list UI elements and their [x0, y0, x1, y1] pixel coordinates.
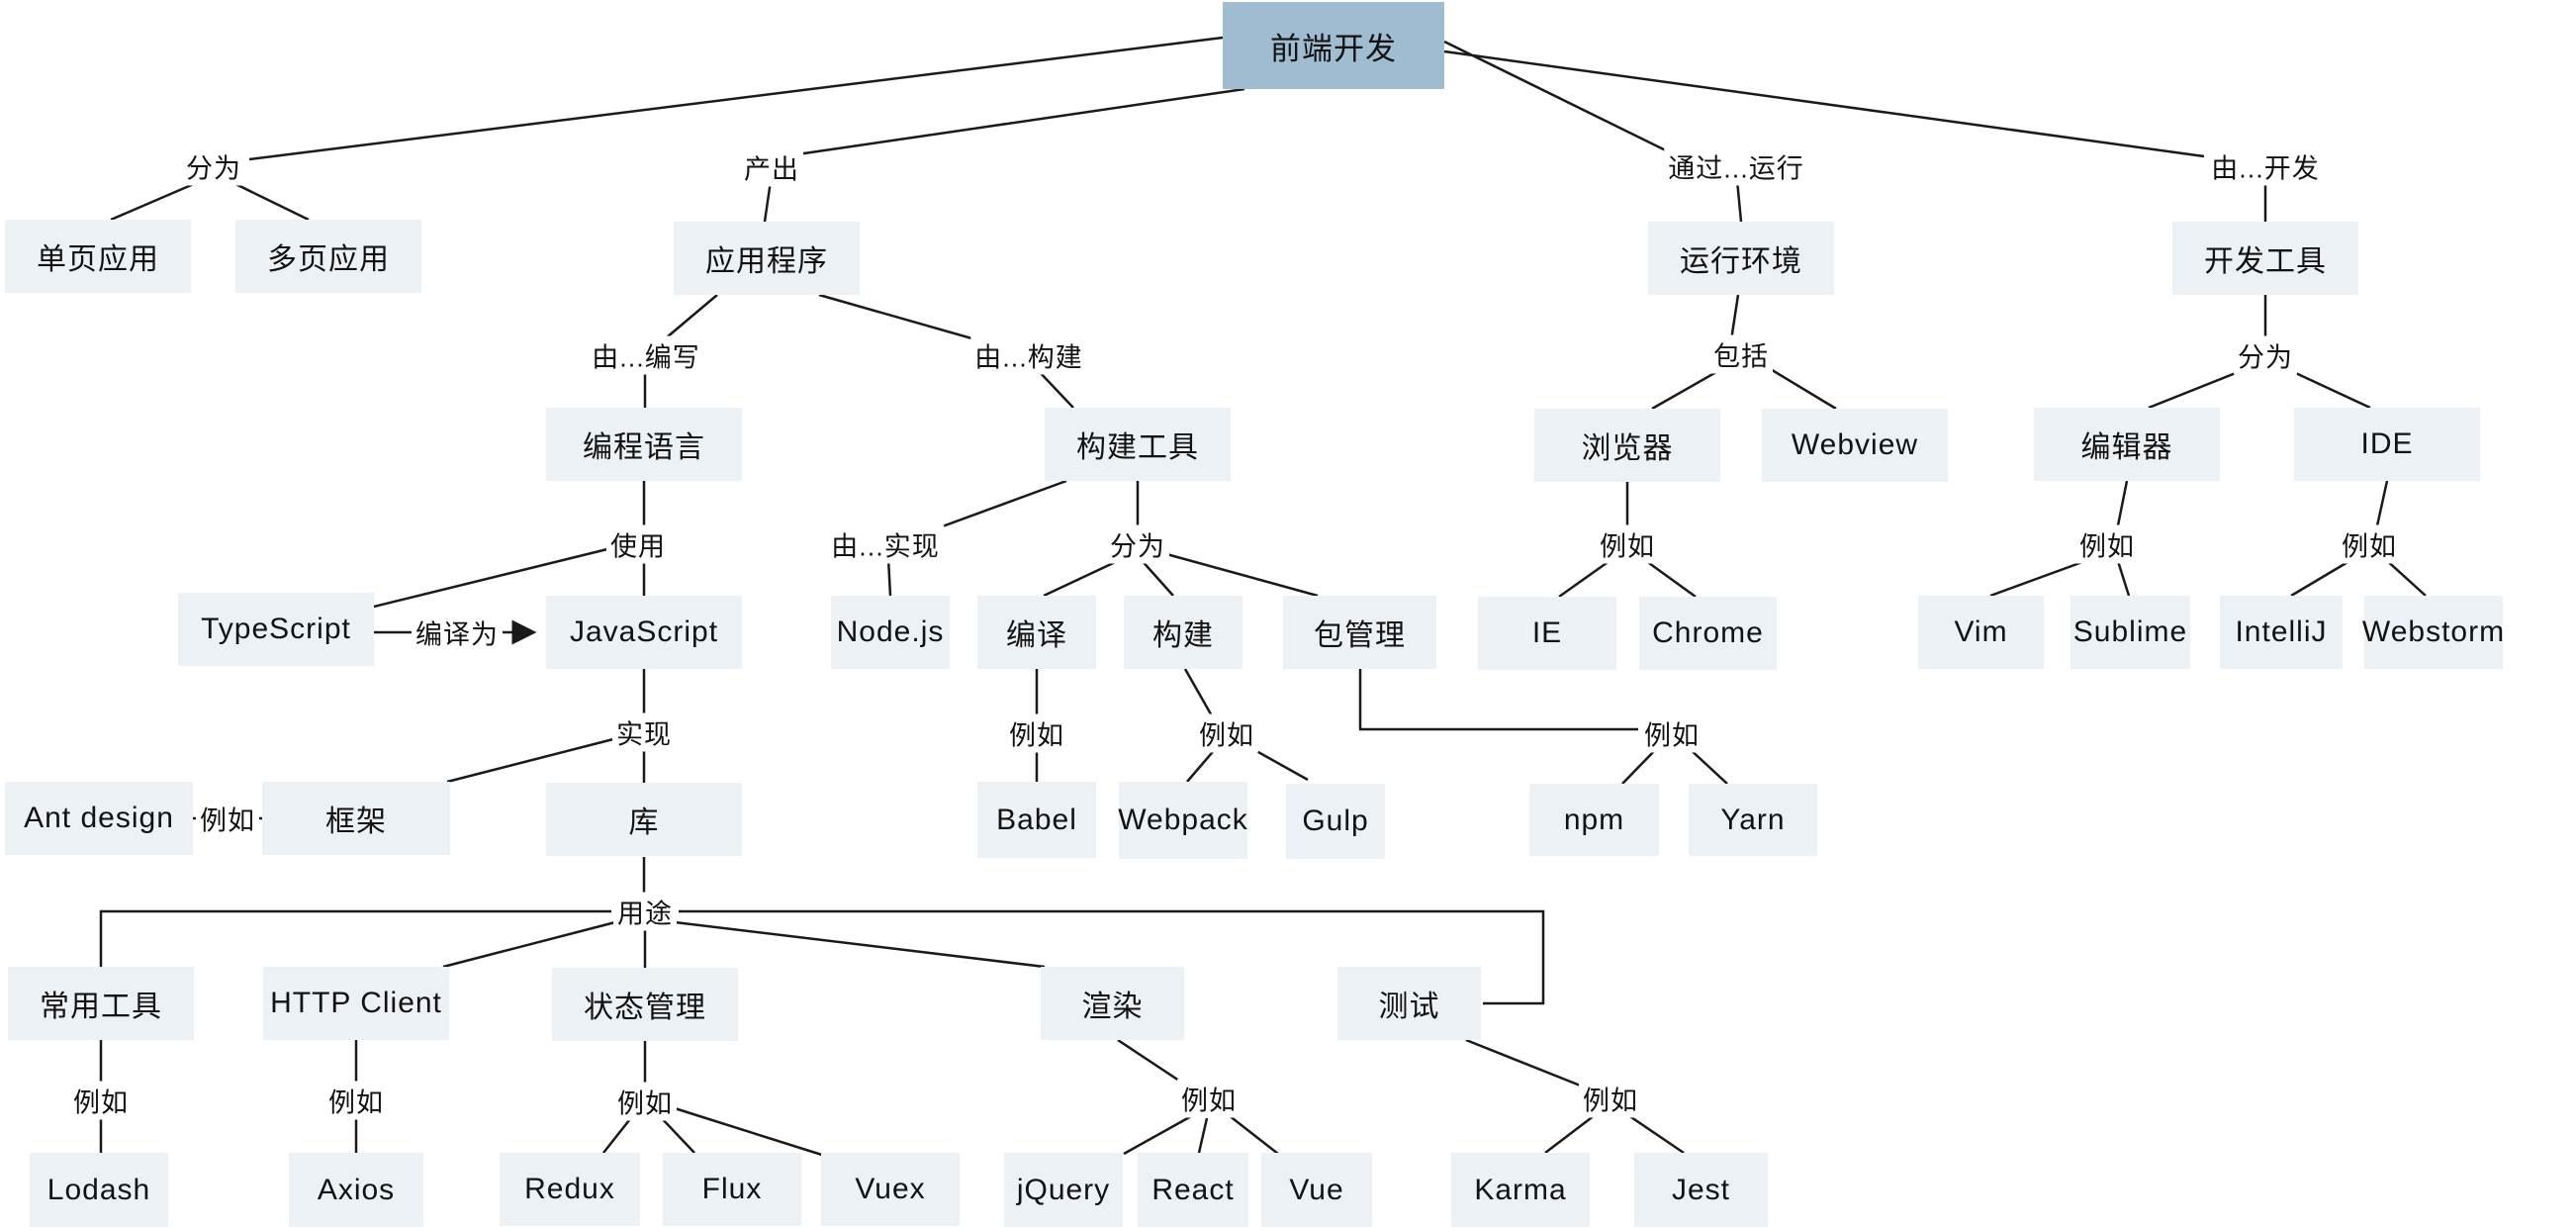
node-sublime[interactable]: Sublime: [2070, 596, 2190, 669]
edge-label-liru-test: 例如: [1579, 1079, 1642, 1118]
node-editor[interactable]: 编辑器: [2034, 408, 2220, 481]
node-webview[interactable]: Webview: [1762, 409, 1948, 482]
node-flux[interactable]: Flux: [663, 1153, 801, 1226]
node-testing[interactable]: 测试: [1337, 967, 1481, 1040]
edge-label-you-kaifa: 由...开发: [2207, 146, 2324, 186]
node-dev-tools[interactable]: 开发工具: [2172, 222, 2358, 295]
node-build-tools[interactable]: 构建工具: [1045, 408, 1231, 481]
edge-label-bianyiwei: 编译为: [412, 613, 503, 652]
node-chrome[interactable]: Chrome: [1639, 597, 1777, 670]
edge-label-fenwei-build: 分为: [1106, 524, 1169, 564]
edge-label-chanchu: 产出: [740, 147, 803, 187]
node-browser[interactable]: 浏览器: [1534, 409, 1720, 482]
node-babel[interactable]: Babel: [977, 782, 1096, 858]
node-react[interactable]: React: [1138, 1153, 1248, 1227]
node-javascript[interactable]: JavaScript: [546, 596, 742, 669]
edge-label-liru-tools: 例如: [69, 1081, 133, 1120]
node-jquery[interactable]: jQuery: [1004, 1153, 1123, 1227]
node-redux[interactable]: Redux: [500, 1153, 640, 1226]
node-rendering[interactable]: 渲染: [1041, 967, 1184, 1040]
edge-label-you-shixian: 由...实现: [827, 524, 944, 564]
node-webpack[interactable]: Webpack: [1118, 782, 1247, 859]
node-jest[interactable]: Jest: [1634, 1153, 1768, 1227]
node-vuex[interactable]: Vuex: [821, 1153, 960, 1226]
edge-label-tongguo-yunxing: 通过...运行: [1664, 146, 1808, 186]
node-npm[interactable]: npm: [1529, 784, 1659, 856]
edge-label-yongtu: 用途: [613, 892, 677, 931]
edge-label-liru-build: 例如: [1195, 713, 1258, 753]
node-state-mgmt[interactable]: 状态管理: [552, 968, 738, 1041]
node-vim[interactable]: Vim: [1918, 596, 2044, 669]
node-ant-design[interactable]: Ant design: [5, 782, 193, 855]
edge-label-liru-ide: 例如: [2338, 524, 2401, 564]
node-typescript[interactable]: TypeScript: [178, 593, 374, 666]
edge-label-liru-editor: 例如: [2075, 524, 2139, 564]
node-compile[interactable]: 编译: [977, 596, 1096, 669]
node-application[interactable]: 应用程序: [674, 222, 860, 295]
node-karma[interactable]: Karma: [1451, 1153, 1590, 1227]
node-prog-language[interactable]: 编程语言: [546, 408, 742, 481]
node-runtime-env[interactable]: 运行环境: [1648, 222, 1834, 295]
node-intellij[interactable]: IntelliJ: [2220, 596, 2343, 669]
edge-label-you-goujian: 由...构建: [970, 335, 1087, 375]
edge-label-liru-state: 例如: [613, 1082, 677, 1121]
node-spa[interactable]: 单页应用: [5, 220, 191, 293]
edge-label-shixian: 实现: [612, 712, 676, 752]
node-pkg-mgmt[interactable]: 包管理: [1283, 596, 1436, 669]
edge-label-liru-antd: 例如: [196, 799, 259, 838]
edge-label-shiyong: 使用: [606, 524, 670, 564]
node-vue[interactable]: Vue: [1261, 1153, 1372, 1227]
edge-label-fenwei-root: 分为: [182, 146, 245, 186]
node-lodash[interactable]: Lodash: [30, 1153, 168, 1227]
node-http-client[interactable]: HTTP Client: [263, 967, 449, 1040]
edge-label-you-bianxie: 由...编写: [588, 335, 704, 375]
node-library[interactable]: 库: [546, 783, 742, 856]
edge-label-liru-pkg: 例如: [1640, 713, 1703, 753]
node-framework[interactable]: 框架: [262, 782, 450, 855]
node-ie[interactable]: IE: [1478, 597, 1616, 670]
edge-label-liru-compile: 例如: [1005, 713, 1068, 753]
node-ide[interactable]: IDE: [2294, 408, 2480, 481]
node-webstorm[interactable]: Webstorm: [2362, 596, 2504, 669]
node-gulp[interactable]: Gulp: [1286, 784, 1385, 859]
node-common-tools[interactable]: 常用工具: [8, 967, 194, 1040]
edge-label-liru-browser: 例如: [1596, 524, 1659, 564]
node-axios[interactable]: Axios: [289, 1153, 423, 1227]
node-yarn[interactable]: Yarn: [1689, 784, 1817, 856]
node-frontend-dev[interactable]: 前端开发: [1223, 2, 1444, 89]
node-build[interactable]: 构建: [1124, 596, 1242, 669]
node-mpa[interactable]: 多页应用: [235, 220, 421, 293]
edge-label-liru-render: 例如: [1177, 1079, 1241, 1118]
node-nodejs[interactable]: Node.js: [831, 596, 950, 669]
edge-label-baokuo: 包括: [1709, 334, 1773, 374]
edge-label-liru-http: 例如: [324, 1081, 388, 1120]
edge-label-fenwei-devtools: 分为: [2234, 335, 2297, 375]
